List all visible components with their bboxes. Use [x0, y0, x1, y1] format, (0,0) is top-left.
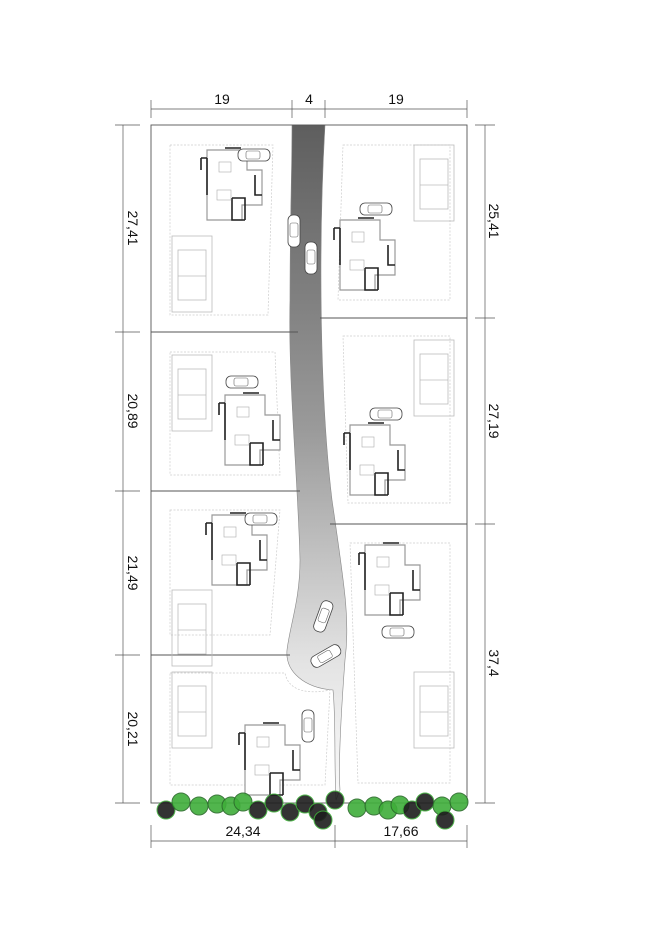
dim-right-3: 37,4	[486, 649, 502, 676]
access-road	[286, 124, 348, 801]
dim-top-right: 19	[388, 91, 404, 107]
car	[381, 625, 415, 639]
pool	[413, 144, 455, 222]
tree	[233, 792, 253, 812]
tree	[248, 800, 268, 820]
car	[237, 148, 271, 162]
dim-left-3: 21,49	[125, 555, 141, 590]
house	[358, 542, 421, 616]
tree	[189, 796, 209, 816]
dim-right-2: 27,19	[486, 403, 502, 438]
car	[287, 214, 301, 248]
car	[304, 241, 318, 275]
dim-bottom-right: 17,66	[383, 823, 418, 839]
tree	[325, 790, 345, 810]
dim-top-left: 19	[214, 91, 230, 107]
tree-row	[156, 790, 469, 830]
pool	[413, 339, 455, 417]
house	[343, 422, 406, 496]
tree	[435, 810, 455, 830]
pool	[171, 235, 213, 313]
house	[238, 722, 301, 796]
dim-left-2: 20,89	[125, 393, 141, 428]
dim-left-1: 27,41	[125, 210, 141, 245]
tree	[156, 800, 176, 820]
tree	[280, 802, 300, 822]
dim-top-road: 4	[305, 91, 313, 107]
dim-right-1: 25,41	[486, 203, 502, 238]
car	[301, 709, 315, 743]
house	[218, 392, 281, 466]
dim-left-4: 20,21	[125, 711, 141, 746]
tree	[415, 792, 435, 812]
house	[333, 217, 396, 291]
car	[225, 375, 259, 389]
pool	[171, 354, 213, 432]
tree	[264, 793, 284, 813]
tree	[171, 792, 191, 812]
car	[244, 512, 278, 526]
tree	[347, 798, 367, 818]
tree	[449, 792, 469, 812]
car	[359, 202, 393, 216]
dimension-lines	[115, 100, 495, 848]
pool	[413, 671, 455, 749]
pool	[171, 671, 213, 749]
tree	[313, 810, 333, 830]
dim-bottom-left: 24,34	[225, 823, 260, 839]
car	[369, 407, 403, 421]
